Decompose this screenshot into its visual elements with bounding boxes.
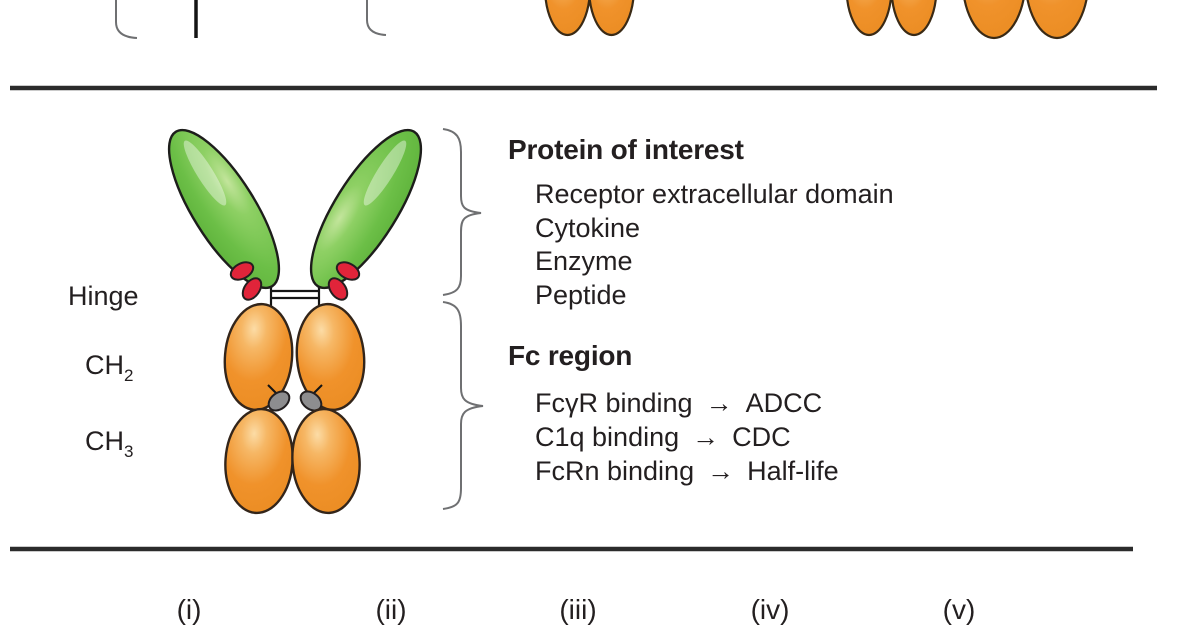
fc-binding-row: FcRn binding → Half-life	[535, 454, 839, 488]
ch3-label-base: CH	[85, 426, 124, 456]
arrow-icon: →	[692, 422, 720, 452]
ch3-oval-right	[291, 407, 361, 515]
fc-binding-effect: CDC	[732, 422, 791, 452]
protein-of-interest-list: Receptor extracellular domain Cytokine E…	[535, 178, 894, 312]
gray-glycan-left	[267, 390, 291, 412]
fc-binding-effect: ADCC	[745, 388, 823, 418]
protein-of-interest-title: Protein of interest	[508, 134, 744, 165]
ch2-label: CH2	[85, 350, 133, 386]
list-item: Receptor extracellular domain	[535, 179, 894, 209]
partial-brace-end-left	[115, 0, 138, 39]
fc-binding-label: FcγR binding	[535, 388, 693, 418]
panel-label-i: (i)	[176, 594, 202, 625]
list-item: Enzyme	[535, 246, 633, 276]
arrow-icon: →	[707, 456, 735, 486]
list-item: Peptide	[535, 279, 627, 310]
fc-region-list: FcγR binding → ADCC C1q binding → CDC Fc…	[535, 386, 839, 488]
fc-binding-label: FcRn binding	[535, 456, 695, 486]
fc-region-title: Fc region	[508, 340, 633, 371]
protein-of-interest-oval-left	[167, 128, 281, 290]
hinge-disulfide-bonds	[269, 283, 321, 306]
partial-fc-pair-3	[963, 0, 1088, 40]
ch2-label-base: CH	[85, 350, 124, 380]
hinge-label: Hinge	[68, 281, 139, 311]
ch3-label-subscript: 3	[124, 442, 134, 461]
panel-label-v: (v)	[942, 594, 976, 625]
glycan-connectors	[267, 384, 323, 395]
fc-binding-row: C1q binding → CDC	[535, 420, 839, 454]
protein-of-interest-oval-right	[309, 128, 423, 290]
panel-label-ii: (ii)	[375, 594, 407, 625]
ch3-oval-left	[224, 407, 294, 515]
ch2-oval-right	[295, 302, 366, 412]
partial-fc-pair-1	[544, 0, 635, 37]
ch3-label: CH3	[85, 426, 133, 462]
list-item: Cytokine	[535, 212, 641, 243]
partial-fc-pair-2	[846, 0, 937, 37]
green-highlight-left	[183, 140, 227, 206]
partial-brace-end-right	[366, 0, 387, 36]
ch2-label-subscript: 2	[124, 366, 134, 385]
green-highlight-right	[363, 140, 407, 206]
top-row-partial-shapes	[115, 0, 1088, 40]
fc-binding-effect: Half-life	[747, 456, 839, 486]
fc-binding-row: FcγR binding → ADCC	[535, 386, 839, 420]
brace-fc-region	[442, 301, 484, 510]
arrow-icon: →	[705, 388, 733, 418]
panel-label-iii: (iii)	[559, 594, 597, 625]
panel-label-iv: (iv)	[750, 594, 790, 625]
brace-protein-of-interest	[442, 128, 482, 296]
gray-glycan-right	[299, 390, 323, 412]
fc-binding-label: C1q binding	[535, 422, 680, 452]
red-glycan-cluster-right	[327, 261, 361, 301]
fusion-protein-structure	[167, 128, 423, 515]
red-glycan-cluster-left	[229, 261, 263, 301]
